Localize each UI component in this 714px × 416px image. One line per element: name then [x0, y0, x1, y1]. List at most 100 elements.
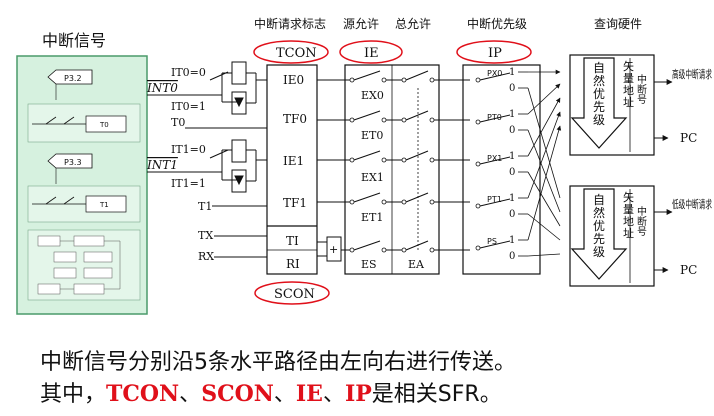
input-int0: INT0: [146, 81, 178, 95]
switch-contact: [381, 199, 387, 205]
signal-panel: 中断信号 P3.2 T0 P3.3 T1: [16, 31, 148, 315]
high-priority-hardware: [569, 54, 673, 156]
switch-blade: [405, 110, 429, 121]
input-rx: RX: [198, 250, 214, 263]
switch-contact: [381, 77, 387, 83]
interrupt-paths: [317, 79, 470, 251]
panel-switch: [45, 116, 57, 125]
switch-contact: [401, 77, 407, 83]
serial-or-gate: [326, 236, 342, 262]
switch-blade: [353, 240, 381, 251]
ie-highlight: [339, 40, 403, 64]
switch-contact: [349, 117, 355, 123]
priority-switch-blade: [479, 72, 511, 81]
input-it0-0: IT0=0: [171, 66, 206, 79]
input-it0-1: IT0=1: [171, 100, 206, 113]
panel-mini-box: [53, 267, 77, 279]
caption-ip: IP: [344, 381, 372, 407]
switch-blade: [353, 150, 381, 161]
priority-digit-one: 1: [509, 109, 515, 120]
tcon-label: TCON: [276, 46, 317, 61]
priority-pt1: PT1: [487, 195, 502, 204]
input-it1-0: IT1=0: [171, 143, 206, 156]
flag-tf0: TF0: [283, 112, 307, 126]
input-int1: INT1: [146, 158, 178, 172]
low-interrupt-request: 低级中断请求: [672, 197, 712, 211]
caption-ie: IE: [295, 381, 323, 407]
enable-ex1: EX1: [361, 171, 384, 184]
ip-label: IP: [488, 46, 502, 61]
switch-contact: [429, 117, 435, 123]
caption-sep: 、: [273, 382, 296, 407]
scon-highlight: [254, 281, 330, 305]
int1-trigger-select: [147, 139, 267, 193]
panel-switch: [63, 196, 75, 205]
switch-contact: [381, 117, 387, 123]
enable-et1: ET1: [361, 211, 383, 224]
priority-digit-one: 1: [509, 235, 515, 246]
flag-ti: TI: [286, 234, 299, 248]
caption-sep: 、: [179, 382, 202, 407]
switch-contact: [429, 157, 435, 163]
switch-contact: [429, 247, 435, 253]
priority-px1: PX1: [487, 154, 502, 163]
priority-digit-zero: 0: [509, 209, 515, 220]
flag-tf1: TF1: [283, 196, 307, 210]
panel-box-t1-label: T1: [99, 201, 109, 209]
tcon-scon-register: [266, 64, 318, 275]
caption-tcon: TCON: [106, 381, 180, 407]
priority-pt0: PT0: [487, 113, 502, 122]
enable-es: ES: [361, 258, 377, 271]
caption-line-1: 中断信号分别沿5条水平路径由左向右进行传送。: [40, 350, 516, 375]
priority-switch-blade: [479, 240, 511, 249]
panel-mini-box: [83, 251, 113, 263]
priority-digit-zero: 0: [509, 251, 515, 262]
panel-mini-box: [37, 235, 61, 247]
int0-trigger-select: [147, 61, 267, 115]
switch-contact: [475, 77, 481, 83]
panel-box-t0-label: T0: [99, 121, 109, 129]
caption-prefix: 其中，: [40, 382, 107, 407]
ip-register: [462, 64, 541, 275]
priority-switch-blade: [479, 156, 511, 165]
port-tag-p32: [47, 69, 93, 85]
switch-contact: [349, 157, 355, 163]
high-vector-address-tag: 中断号: [635, 73, 647, 105]
switch-blade: [405, 150, 429, 161]
ip-highlight: [456, 40, 532, 64]
low-priority-hardware: [569, 185, 673, 287]
low-vector-address: 矢量地址: [623, 190, 634, 240]
priority-switch-blade: [479, 114, 511, 123]
switch-contact: [475, 245, 481, 251]
switch-contact: [401, 157, 407, 163]
priority-digit-zero: 0: [509, 83, 515, 94]
switch-contact: [475, 161, 481, 167]
priority-digit-one: 1: [509, 193, 515, 204]
caption-line-2: 其中，TCON、SCON、IE、IP是相关SFR。: [40, 376, 502, 408]
caption-scon: SCON: [201, 381, 274, 407]
switch-blade: [405, 192, 429, 203]
header-flag: 中断请求标志: [254, 16, 326, 31]
flag-ie1: IE1: [283, 154, 304, 168]
high-natural-priority: 自 然优先级: [593, 61, 609, 127]
flag-ri: RI: [286, 257, 300, 271]
tcon-highlight: [253, 40, 329, 64]
panel-switch: [63, 116, 75, 125]
switch-contact: [349, 77, 355, 83]
switch-contact: [401, 117, 407, 123]
priority-px0: PX0: [487, 69, 502, 78]
switch-contact: [475, 203, 481, 209]
switch-contact: [349, 247, 355, 253]
input-t1: T1: [198, 200, 212, 213]
switch-blade: [405, 240, 429, 251]
port-tag-p33-label: P3.3: [64, 158, 82, 167]
switch-contact: [475, 119, 481, 125]
port-tag-p32-label: P3.2: [64, 74, 82, 83]
or-gate-symbol: +: [329, 243, 338, 256]
priority-switch-blade: [479, 198, 511, 207]
switch-contact: [401, 199, 407, 205]
priority-digit-zero: 0: [509, 167, 515, 178]
low-natural-priority: 自然优先级: [593, 193, 605, 259]
enable-ea: EA: [408, 258, 425, 271]
panel-switch: [45, 196, 57, 205]
